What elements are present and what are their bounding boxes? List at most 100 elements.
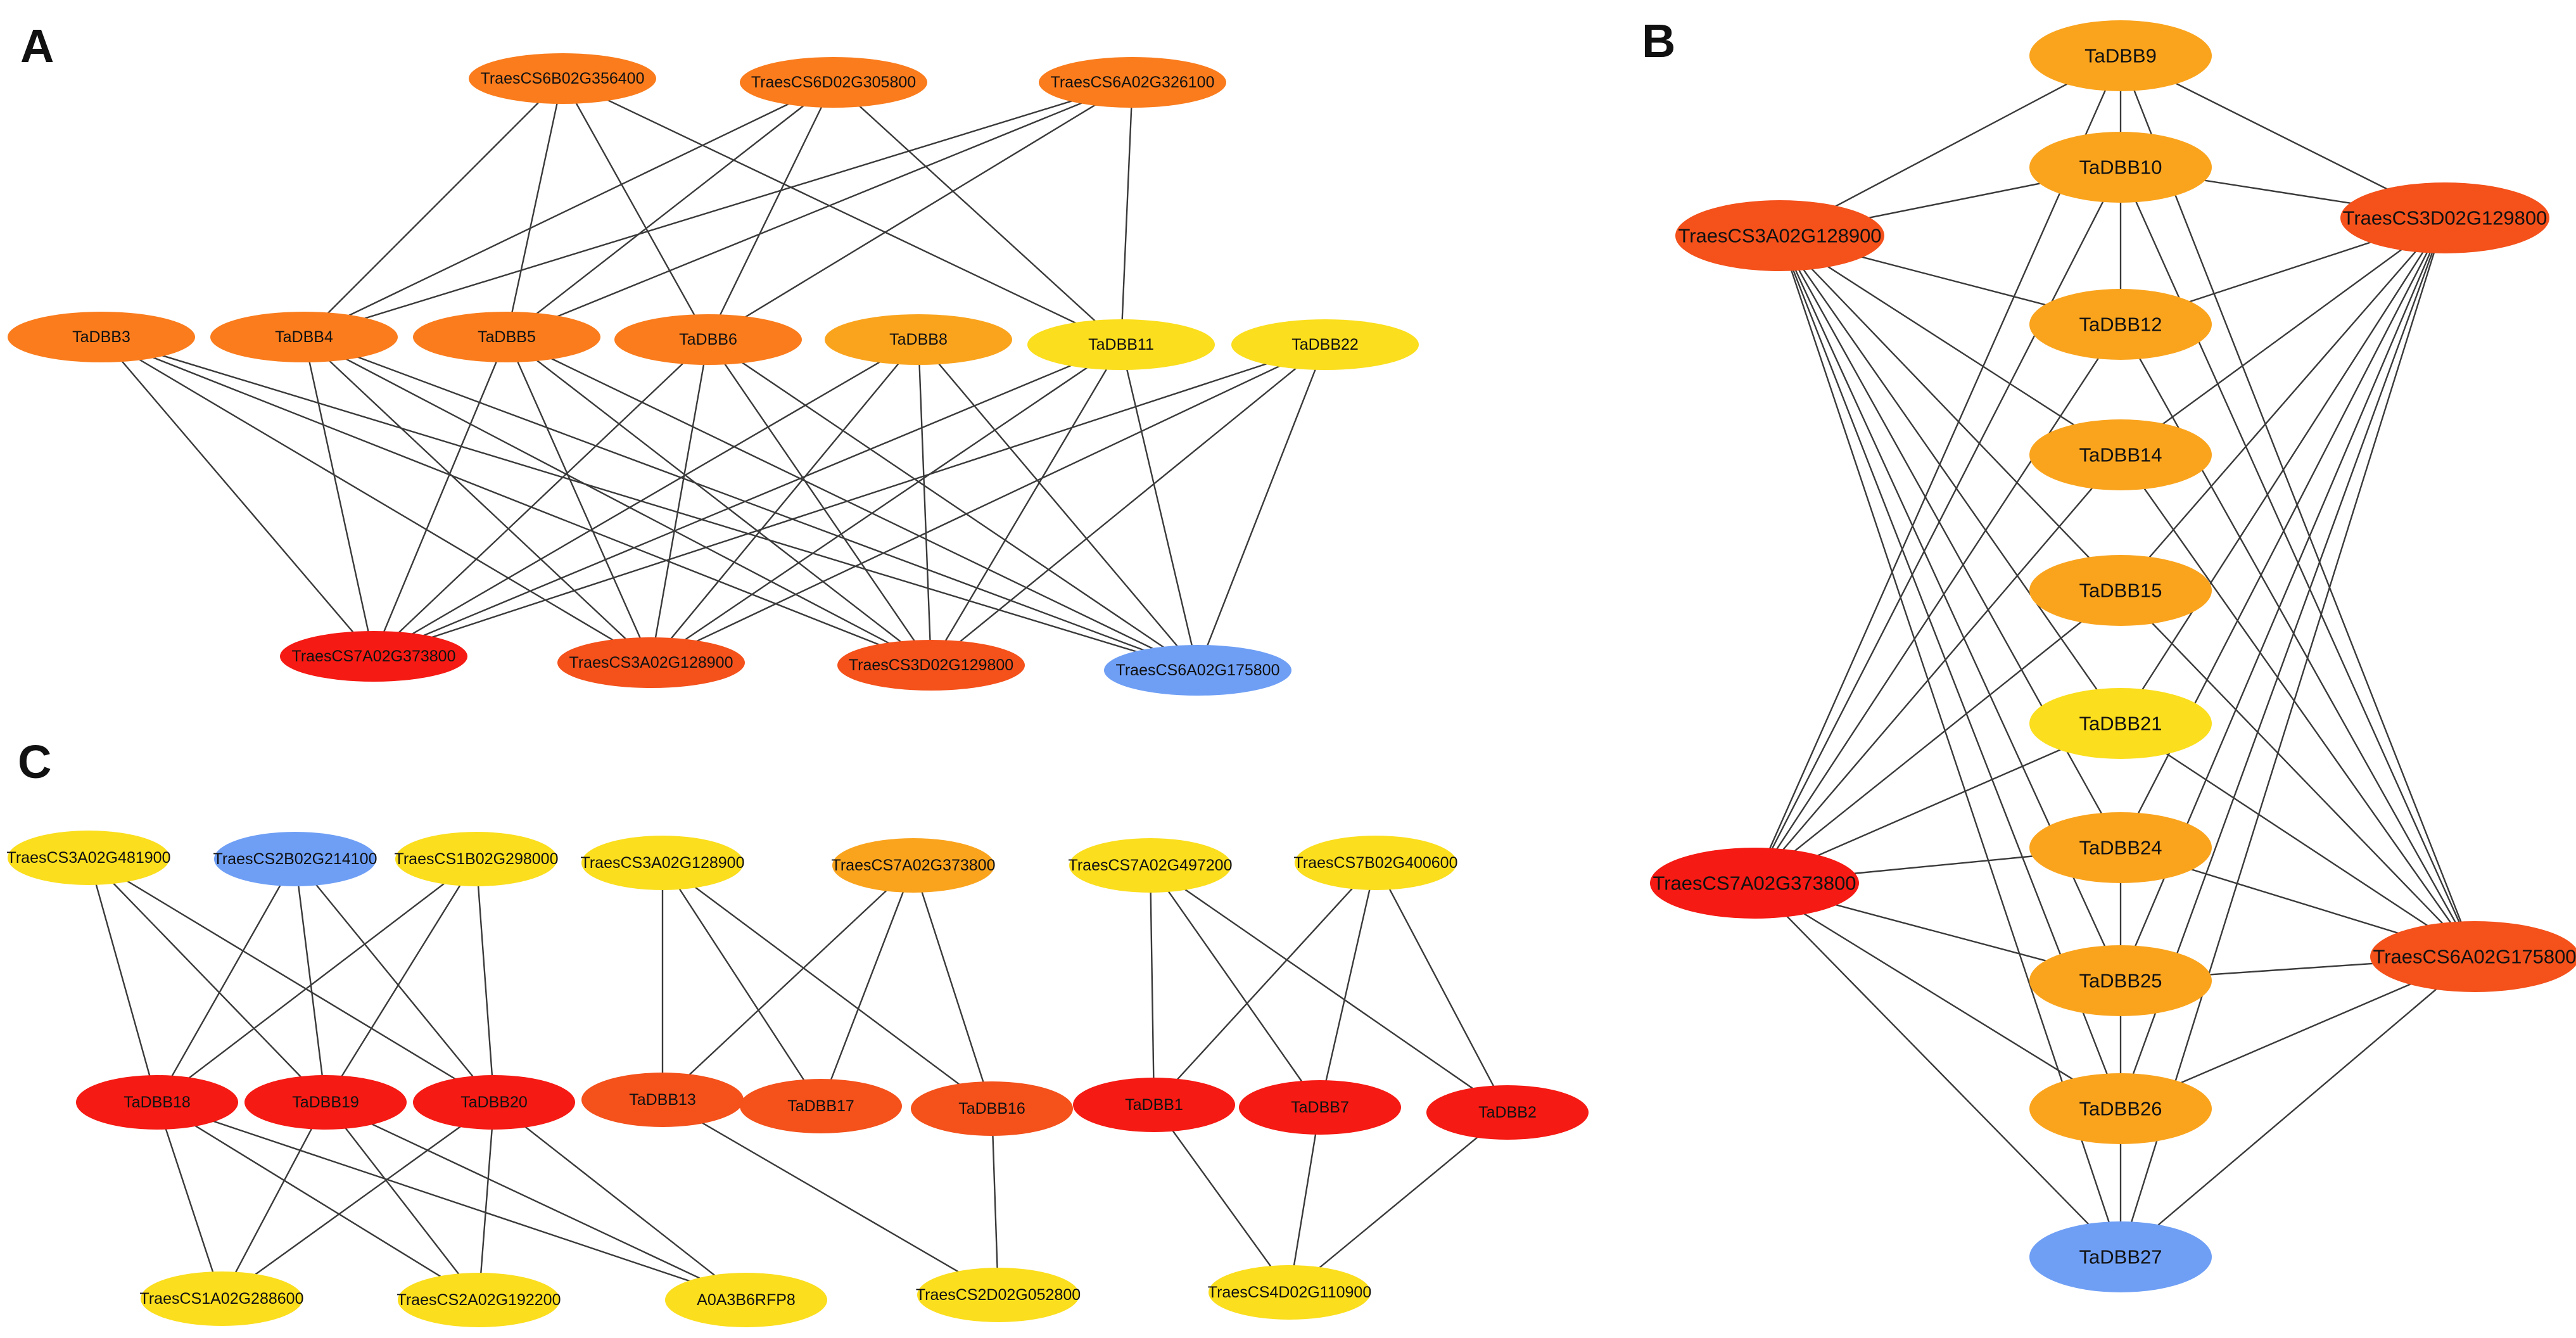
edge-a [506, 81, 1133, 338]
node-label: TaDBB26 [2079, 1098, 2162, 1120]
node-ellipse [1027, 319, 1215, 370]
edge-a [707, 81, 1133, 341]
edge-b [2120, 590, 2475, 957]
node-ellipse [1209, 1265, 1371, 1320]
node-c-tadbb20: TaDBB20 [413, 1075, 575, 1130]
node-b-tadbb9: TaDBB9 [2029, 20, 2212, 91]
node-label: TaDBB20 [460, 1093, 528, 1111]
edge-c [662, 1099, 999, 1296]
node-label: TaDBB22 [1291, 336, 1359, 354]
edge-c [1153, 862, 1376, 1105]
edge-a [930, 344, 1326, 666]
edge-a [505, 336, 652, 663]
node-ellipse [1239, 1080, 1401, 1135]
node-label: TraesCS3A02G481900 [7, 849, 171, 867]
edge-a [101, 336, 1198, 672]
node-c-traescs7a02g373800: TraesCS7A02G373800 [832, 838, 995, 893]
panel-b-network: TaDBB9TaDBB10TraesCS3A02G128900TraesCS3D… [1650, 20, 2576, 1292]
edge-a [373, 343, 1326, 658]
edge-a [506, 336, 1198, 672]
node-ellipse [2029, 812, 2212, 883]
node-ellipse [2029, 289, 2212, 360]
node-label: TraesCS2A02G192200 [397, 1291, 561, 1309]
node-ellipse [8, 312, 195, 362]
edge-a [650, 339, 709, 663]
node-label: TraesCS7B02G400600 [1294, 854, 1458, 872]
edge-c [325, 1101, 747, 1301]
edge-a [373, 339, 709, 657]
node-c-traescs4d02g110900: TraesCS4D02G110900 [1208, 1265, 1371, 1320]
node-ellipse [141, 1271, 303, 1326]
node-b-tadbb27: TaDBB27 [2029, 1221, 2212, 1292]
node-c-tadbb1: TaDBB1 [1073, 1078, 1235, 1132]
node-ellipse [832, 838, 994, 893]
node-ellipse [1104, 645, 1291, 696]
node-c-tadbb16: TaDBB16 [911, 1081, 1073, 1136]
node-ellipse [581, 836, 744, 890]
node-c-tadbb17: TaDBB17 [740, 1079, 902, 1133]
edge-a [373, 338, 919, 658]
node-b-tadbb12: TaDBB12 [2029, 289, 2212, 360]
node-label: TaDBB12 [2079, 314, 2162, 336]
node-label: TaDBB6 [679, 331, 737, 348]
node-ellipse [911, 1081, 1073, 1136]
node-ellipse [581, 1073, 744, 1127]
node-label: TraesCS1A02G288600 [140, 1290, 304, 1308]
edge-c [493, 1102, 747, 1301]
node-a-traescs7a02g373800: TraesCS7A02G373800 [280, 631, 467, 682]
edge-a [917, 339, 932, 666]
node-c-a0a3b6rfp8: A0A3B6RFP8 [665, 1273, 827, 1327]
edge-b [1779, 235, 2121, 724]
edge-c [88, 857, 495, 1104]
edge-b [1754, 590, 2121, 884]
node-label: TaDBB21 [2079, 713, 2162, 735]
node-label: TaDBB10 [2079, 156, 2162, 179]
node-label: TaDBB27 [2079, 1246, 2162, 1268]
edge-a [101, 336, 374, 657]
edge-c [87, 857, 158, 1103]
edge-b [1753, 167, 2122, 884]
edge-c [221, 1102, 495, 1299]
node-a-traescs6a02g175800: TraesCS6A02G175800 [1104, 645, 1291, 696]
edge-a [303, 336, 375, 657]
edge-c [325, 1102, 479, 1301]
node-ellipse [2370, 921, 2576, 992]
node-c-tadbb19: TaDBB19 [244, 1075, 407, 1130]
node-ellipse [244, 1075, 407, 1130]
node-a-traescs6b02g356400: TraesCS6B02G356400 [469, 53, 656, 104]
edge-a [303, 336, 652, 663]
edge-a [373, 343, 1122, 658]
node-ellipse [740, 57, 927, 108]
edge-a [303, 78, 563, 338]
edge-a [101, 336, 652, 664]
edge-c [88, 857, 326, 1103]
edge-c [662, 862, 993, 1109]
node-ellipse [1650, 848, 1859, 919]
node-ellipse [469, 53, 656, 104]
node-label: TraesCS6D02G305800 [751, 73, 916, 91]
edge-a [506, 336, 932, 666]
edge-b [1754, 882, 2121, 1110]
node-b-tadbb14: TaDBB14 [2029, 419, 2212, 490]
edge-a [707, 82, 835, 340]
node-label: TraesCS6B02G356400 [481, 70, 645, 87]
node-ellipse [413, 1075, 575, 1130]
node-ellipse [1675, 200, 1884, 271]
node-label: TaDBB3 [72, 328, 130, 346]
node-ellipse [1231, 319, 1419, 370]
node-ellipse [280, 631, 467, 682]
node-c-tadbb2: TaDBB2 [1426, 1085, 1589, 1140]
node-a-traescs6a02g326100: TraesCS6A02G326100 [1039, 57, 1226, 108]
node-ellipse [1039, 57, 1226, 108]
edge-b [2120, 454, 2475, 957]
node-ellipse [2029, 419, 2212, 490]
node-ellipse [740, 1079, 902, 1133]
node-label: TaDBB19 [292, 1093, 359, 1111]
edge-c [1289, 1112, 1508, 1293]
node-b-traescs3d02g129800: TraesCS3D02G129800 [2340, 182, 2549, 253]
edge-c [156, 858, 477, 1103]
edge-b [1754, 454, 2121, 884]
edge-c [662, 865, 914, 1100]
